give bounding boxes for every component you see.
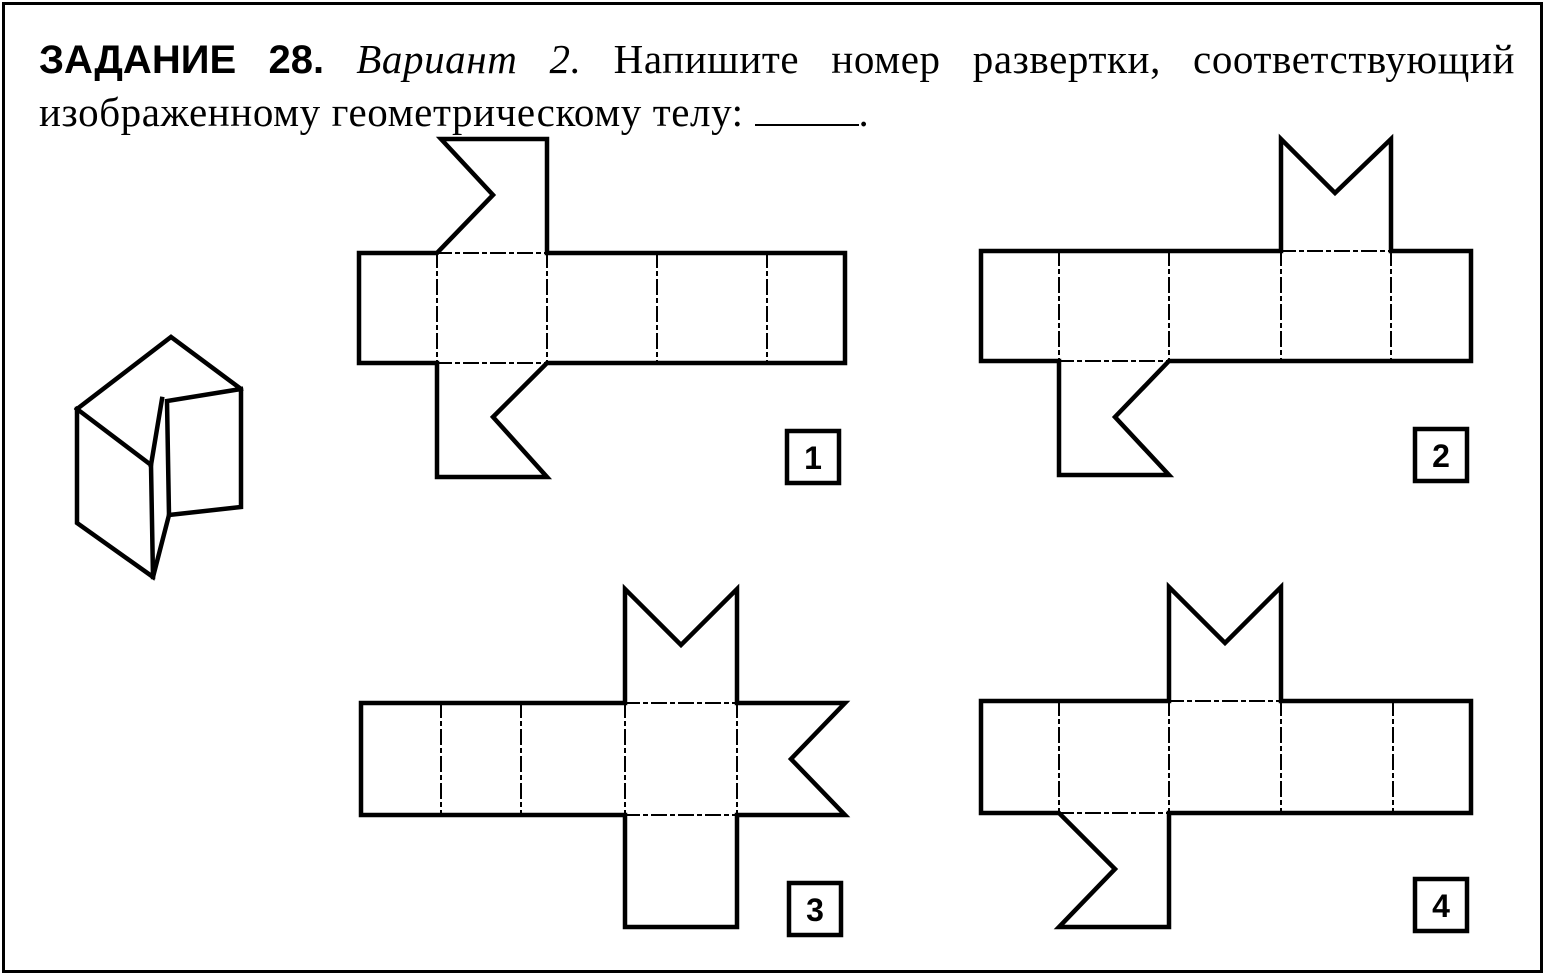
net-2-number: 2 (1432, 438, 1450, 474)
geometric-solid (73, 334, 244, 581)
net-3-number: 3 (806, 892, 824, 928)
net-1-number: 1 (804, 440, 822, 476)
net-1-number-box (784, 428, 842, 486)
task-tail: . (858, 89, 870, 135)
fold-lines-net-3 (440, 702, 738, 816)
fold-lines-net-1 (436, 252, 768, 364)
drawing-area: 1 2 3 4 (73, 133, 1474, 938)
net-4-number-box (1412, 876, 1470, 934)
net-2-number-box (1412, 426, 1470, 484)
task-text-line2: изображенному геометрическому телу: (39, 89, 744, 135)
task-text-line1: Напишите номер развертки, соответствующи… (613, 36, 1516, 82)
net-4-number: 4 (1432, 888, 1450, 924)
net-4 (978, 581, 1474, 934)
net-2 (978, 133, 1474, 484)
fold-lines-net-2 (1058, 250, 1392, 362)
answer-blank (754, 90, 859, 126)
net-1 (356, 136, 848, 486)
task-statement: ЗАДАНИЕ 28. Вариант 2. Напишите номер ра… (39, 33, 1515, 138)
fold-lines-net-4 (1058, 700, 1394, 814)
task-variant: Вариант 2. (356, 36, 582, 82)
net-3-number-box (786, 880, 844, 938)
task-label: ЗАДАНИЕ 28. (39, 38, 325, 82)
net-3 (358, 583, 851, 938)
